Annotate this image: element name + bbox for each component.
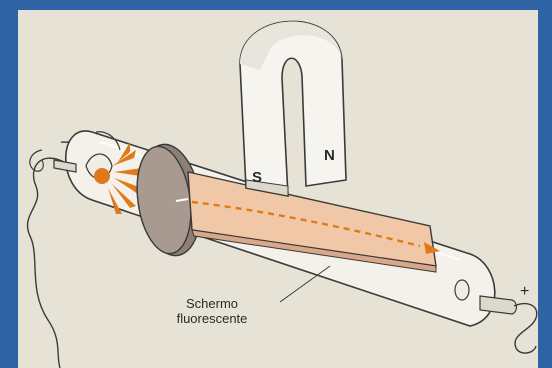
magnet-north-label: N bbox=[324, 147, 335, 164]
screen-label-line1: Schermo bbox=[146, 296, 278, 311]
anode-sign: + bbox=[520, 283, 529, 300]
anode-wire bbox=[514, 304, 537, 353]
cathode-wire bbox=[28, 158, 64, 368]
cathode-sign: − bbox=[60, 132, 71, 152]
screen-callout-label: Schermo fluorescente bbox=[146, 296, 278, 326]
screen-label-line2: fluorescente bbox=[146, 311, 278, 326]
anode-cap bbox=[455, 280, 469, 300]
cathode-glow bbox=[94, 168, 110, 184]
magnet-south-label: S bbox=[252, 169, 262, 186]
